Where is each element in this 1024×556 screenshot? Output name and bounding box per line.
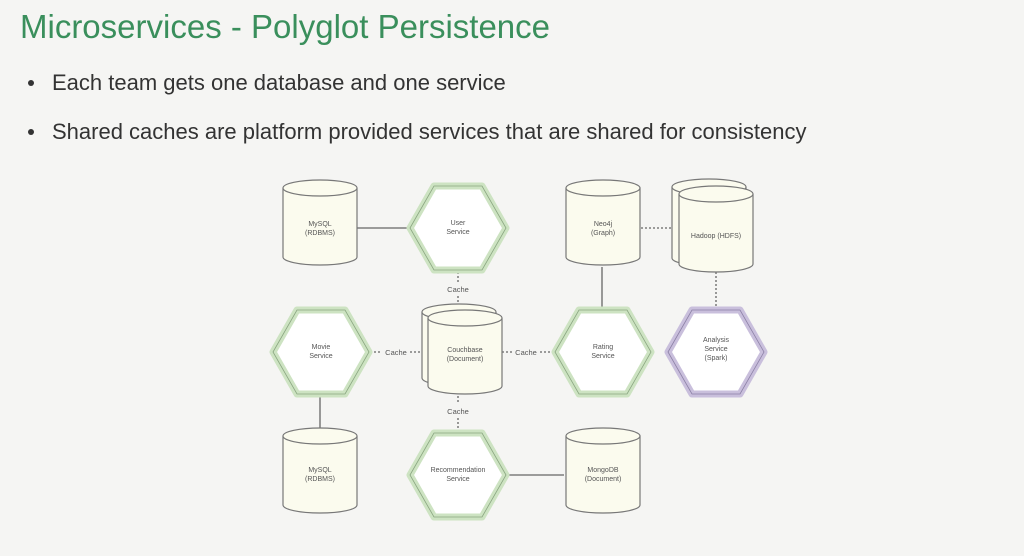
service-label: User [451, 220, 466, 227]
bullet-list: Each team gets one database and one serv… [28, 70, 807, 168]
service-label: Rating [593, 344, 613, 351]
database-label: (RDBMS) [305, 230, 335, 237]
cache-label-bottom: Cache [447, 407, 469, 416]
bullet-item: Shared caches are platform provided serv… [28, 119, 807, 145]
mysql-bottom-database: MySQL (RDBMS) [282, 427, 358, 514]
database-label: (Document) [447, 356, 484, 363]
database-label: Neo4j [594, 221, 613, 228]
neo4j-database: Neo4j (Graph) [565, 179, 641, 266]
movie-service-hexagon: Movie Service [269, 306, 373, 398]
cache-label-top: Cache [447, 285, 469, 294]
service-label: Analysis [703, 337, 730, 344]
cache-label-left: Cache [385, 348, 407, 357]
database-label: Couchbase [447, 347, 483, 354]
service-label: Movie [312, 344, 331, 351]
database-label: Hadoop (HDFS) [691, 233, 741, 240]
recommendation-service-hexagon: Recommendation Service [406, 429, 510, 521]
connectors [319, 227, 717, 476]
cache-label-right: Cache [515, 348, 537, 357]
mysql-top-database: MySQL (RDBMS) [282, 179, 358, 266]
service-label: Service [704, 346, 727, 353]
rating-service-hexagon: Rating Service [551, 306, 655, 398]
service-label: Recommendation [431, 467, 486, 474]
service-label: (Spark) [705, 355, 728, 362]
mongodb-database: MongoDB (Document) [565, 427, 641, 514]
database-label: MySQL [308, 221, 331, 228]
bullet-dot-icon [28, 129, 34, 135]
slide-title: Microservices - Polyglot Persistence [20, 8, 550, 45]
analysis-service-hexagon: Analysis Service (Spark) [664, 306, 768, 398]
bullet-dot-icon [28, 80, 34, 86]
bullet-item: Each team gets one database and one serv… [28, 70, 807, 96]
bullet-text: Each team gets one database and one serv… [52, 70, 506, 95]
database-label: MySQL [308, 467, 331, 474]
service-label: Service [591, 353, 614, 360]
service-label: Service [309, 353, 332, 360]
database-label: (Graph) [591, 230, 615, 237]
couchbase-database: Couchbase (Document) [421, 303, 503, 395]
user-service-hexagon: User Service [406, 182, 510, 274]
database-label: (RDBMS) [305, 476, 335, 483]
hadoop-database: Hadoop (HDFS) [671, 178, 754, 273]
database-label: (Document) [585, 476, 622, 483]
bullet-text: Shared caches are platform provided serv… [52, 119, 807, 144]
service-label: Service [446, 476, 469, 483]
database-label: MongoDB [587, 467, 618, 474]
service-label: Service [446, 229, 469, 236]
